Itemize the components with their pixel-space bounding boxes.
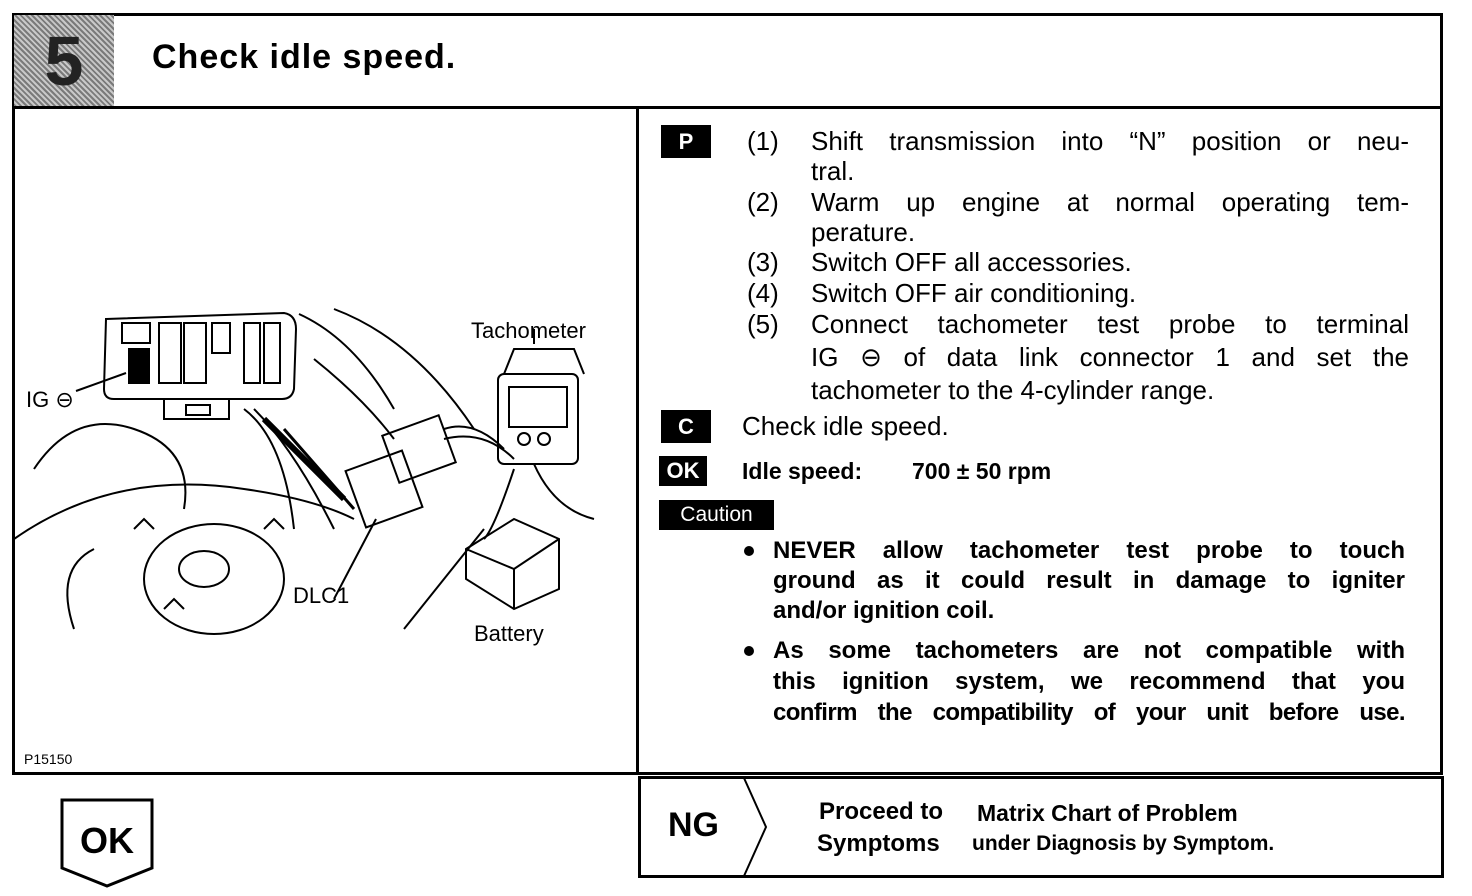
spec-label: Idle speed: [742, 458, 863, 484]
step-1-line-2: tral. [811, 156, 855, 186]
header-divider [12, 106, 1443, 109]
step-4-line-1: Switch OFF air conditioning. [811, 278, 1137, 308]
step-number: 5 [44, 21, 84, 100]
caution-2-line-3: confirm the compatibility of your unit b… [773, 699, 1406, 726]
ng-text-diagnosis: under Diagnosis by Symptom. [972, 832, 1275, 855]
step-2-line-2: perature. [811, 217, 916, 247]
caution-tag: Caution [659, 500, 774, 530]
dlc1-label: DLC1 [293, 583, 350, 608]
step-2-line-1: Warm up engine at normal operating tem- [811, 187, 1409, 217]
step-4-num: (4) [747, 278, 779, 308]
ok-result-label: OK [80, 820, 134, 861]
ng-text-symptoms: Symptoms [817, 830, 940, 857]
battery-label: Battery [474, 621, 544, 646]
check-text: Check idle speed. [742, 411, 949, 441]
caution-1-line-3: and/or ignition coil. [773, 597, 995, 624]
ok-tag: OK [659, 456, 707, 486]
tachometer-label: Tachometer [471, 318, 586, 343]
step-5-line-3: tachometer to the 4-cylinder range. [811, 375, 1215, 405]
caution-2-line-2: this ignition system, we recommend that … [773, 668, 1405, 695]
step-5-line-2: IG ⊖ of data link connector 1 and set th… [811, 342, 1409, 372]
ig-terminal-label: IG ⊖ [26, 387, 74, 412]
check-tag: C [661, 410, 711, 443]
caution-2-line-1: As some tachometers are not compatible w… [773, 637, 1405, 664]
junction-box-shape [102, 311, 298, 400]
engine-bay-illustration [14, 308, 595, 635]
step-number-box: 5 [14, 15, 114, 106]
spec-value: 700 ± 50 rpm [912, 458, 1052, 484]
prep-tag: P [661, 125, 711, 158]
ok-result-shape [60, 798, 154, 888]
ng-text-proceed: Proceed to [819, 798, 944, 825]
caution-bullet-1 [744, 546, 754, 556]
column-divider [636, 107, 639, 775]
ng-result-label: NG [668, 806, 719, 844]
ng-result-box [638, 776, 1444, 878]
step-2-num: (2) [747, 187, 779, 217]
step-5-line-1: Connect tachometer test probe to termina… [811, 309, 1409, 339]
ng-text-matrix: Matrix Chart of Problem [977, 800, 1238, 826]
step-3-num: (3) [747, 247, 779, 277]
step-title: Check idle speed. [152, 38, 457, 76]
caution-1-line-1: NEVER allow tachometer test probe to tou… [773, 537, 1405, 564]
caution-1-line-2: ground as it could result in damage to i… [773, 567, 1405, 594]
procedure-frame [12, 13, 1443, 775]
step-3-line-1: Switch OFF all accessories. [811, 247, 1132, 277]
step-1-num: (1) [747, 126, 779, 156]
figure-code: P15150 [24, 751, 73, 767]
caution-bullet-2 [744, 646, 754, 656]
ng-arrow-divider [743, 778, 768, 876]
step-1-line-1: Shift transmission into “N” position or … [811, 126, 1409, 156]
step-5-num: (5) [747, 309, 779, 339]
